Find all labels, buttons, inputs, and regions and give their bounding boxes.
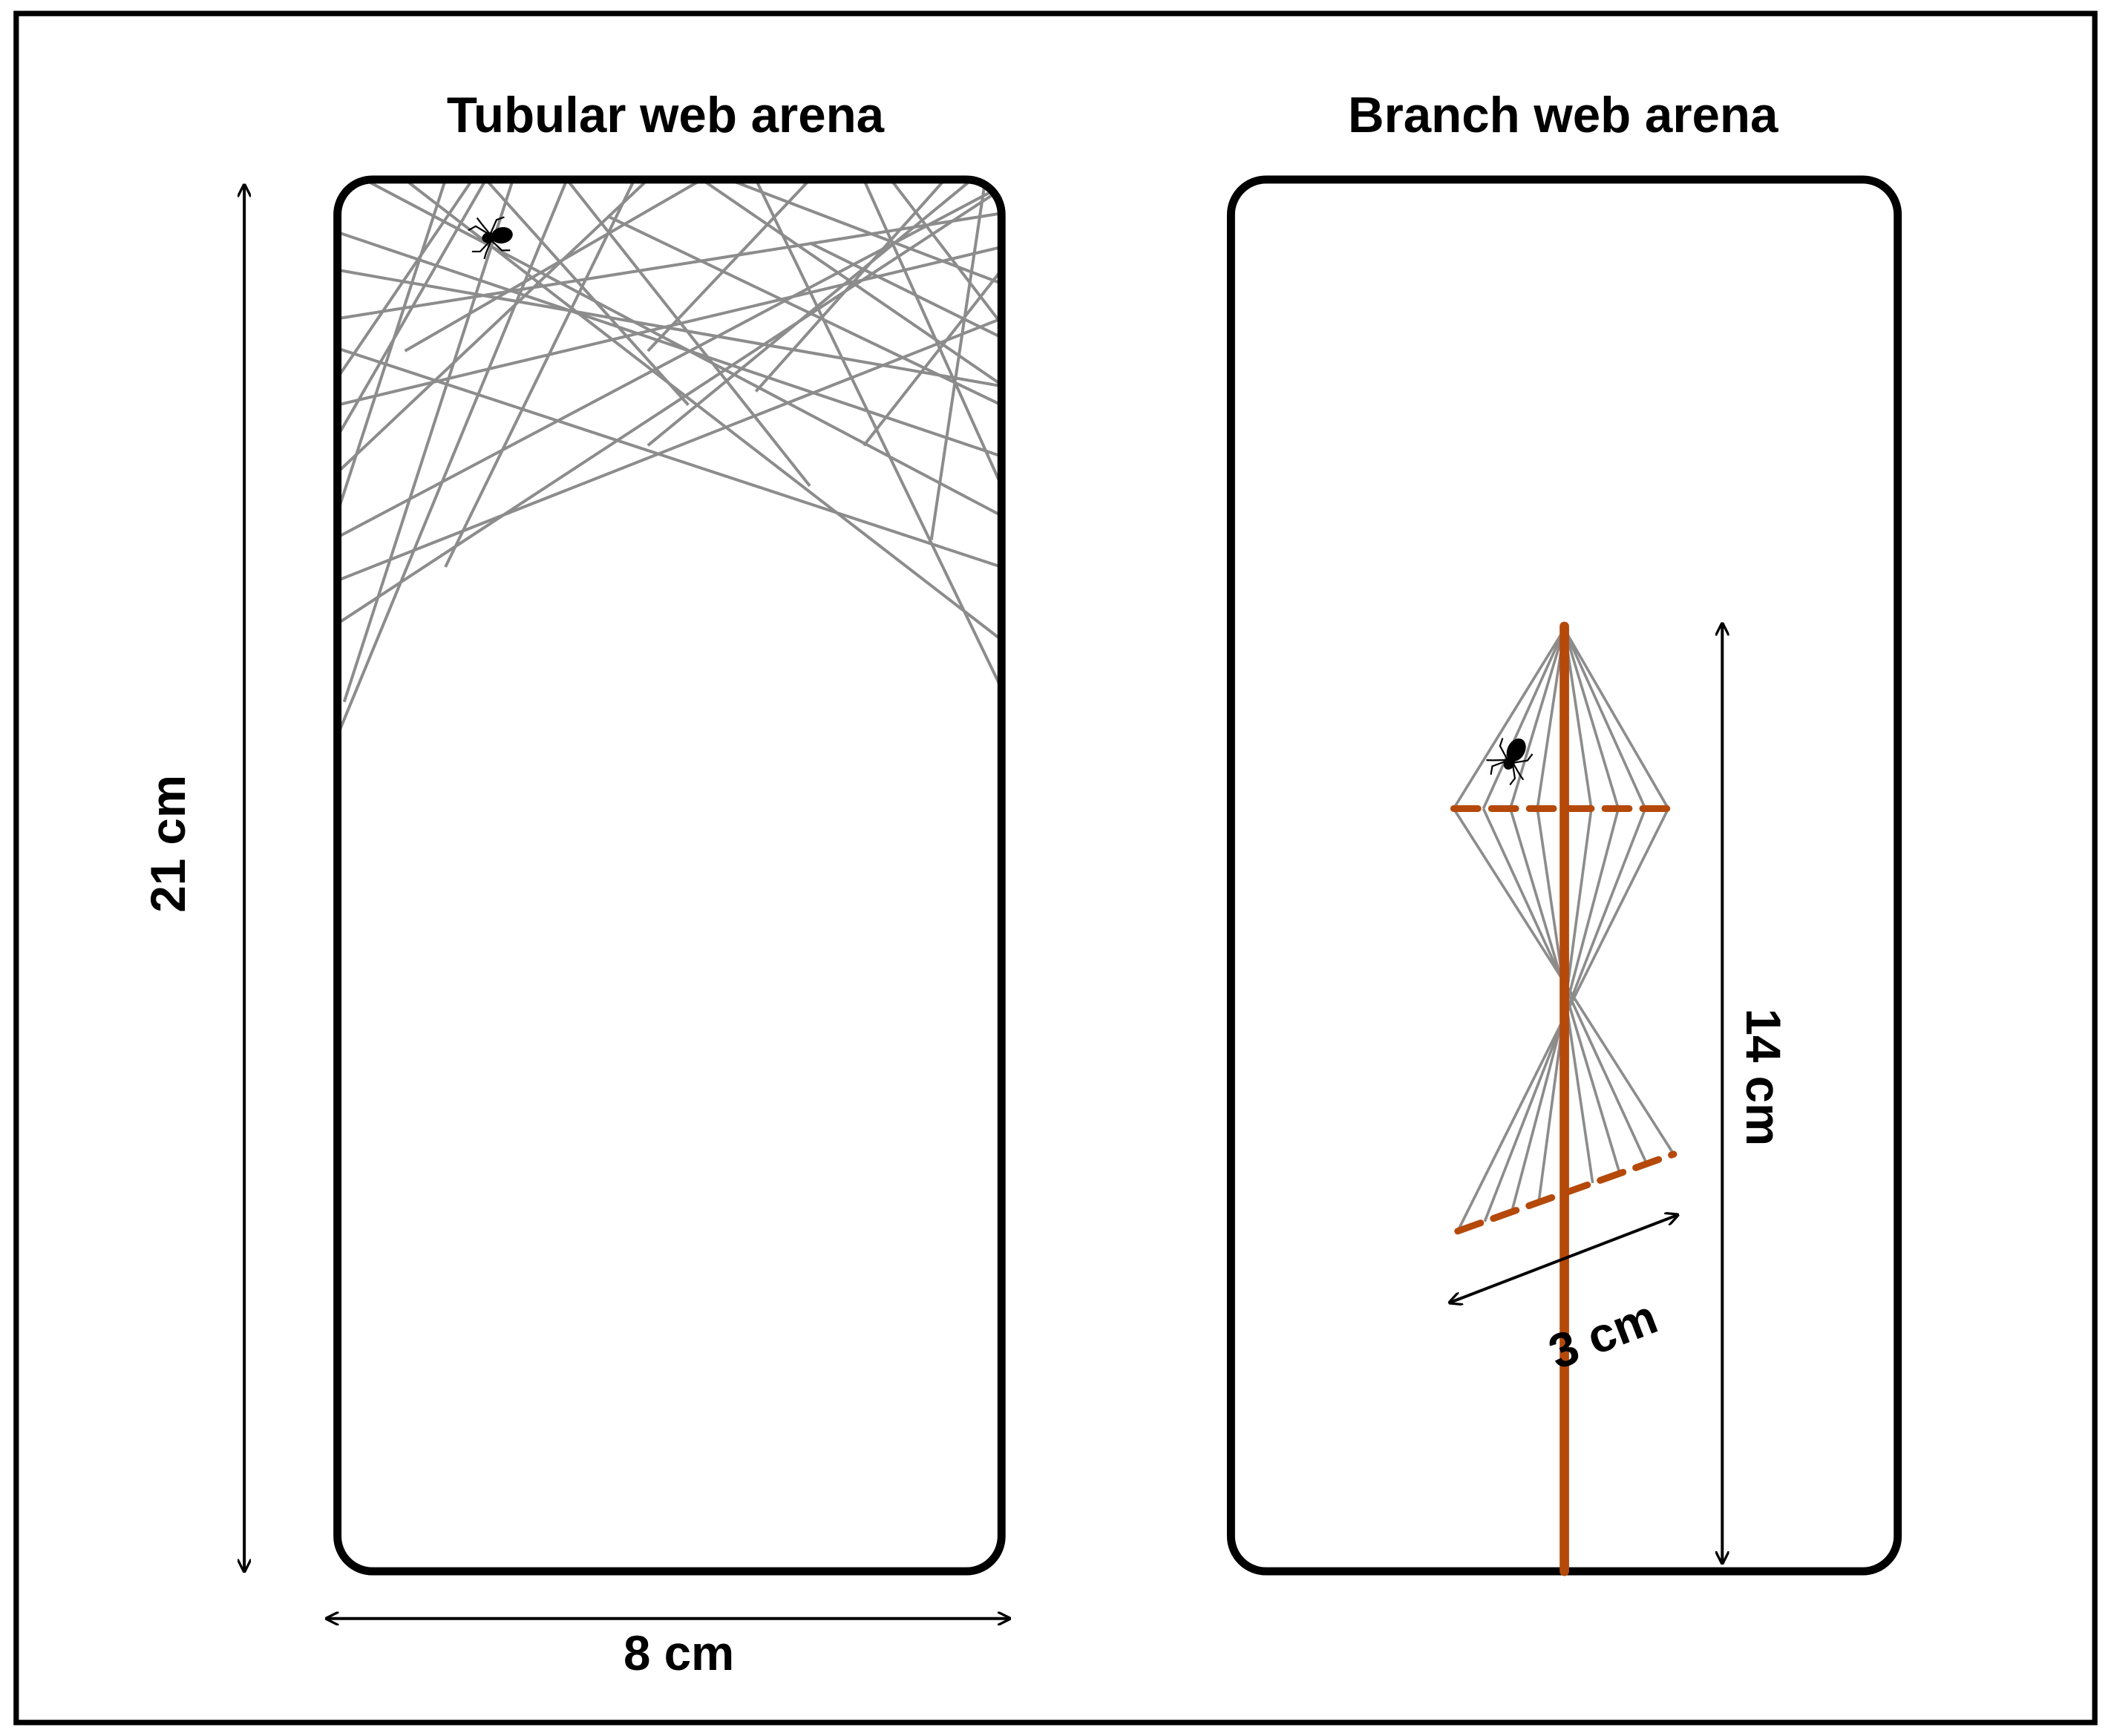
tubular-arena-frame <box>333 175 1006 1576</box>
silk-thread <box>1452 628 1566 810</box>
branch-height-dimension-label: 14 cm <box>1736 1009 1790 1147</box>
silk-thread <box>929 179 987 540</box>
silk-thread <box>337 187 1002 625</box>
silk-thread <box>1562 628 1647 810</box>
silk-thread <box>1509 629 1566 809</box>
silk-thread <box>342 179 514 703</box>
silk-thread <box>647 179 811 353</box>
silk-thread <box>404 179 703 353</box>
silk-thread <box>606 214 1002 407</box>
silk-thread <box>809 241 1002 339</box>
figure-border <box>13 10 2098 1726</box>
silk-thread <box>338 179 488 433</box>
silk-thread <box>444 179 636 568</box>
branch-title: Branch web arena <box>1348 88 1778 143</box>
silk-thread <box>337 179 649 474</box>
branch-panel: Branch web arena 14 cm 3 cm <box>1226 88 1902 1576</box>
spider-icon <box>468 216 513 260</box>
silk-thread <box>1562 628 1670 810</box>
silk-thread <box>337 230 1002 458</box>
width-dimension-label: 8 cm <box>624 1626 734 1680</box>
silk-thread <box>863 269 1002 447</box>
silk-thread <box>337 179 447 514</box>
web-width-dimension-arrow <box>1450 1215 1678 1303</box>
silk-thread <box>337 179 569 737</box>
silk-thread <box>862 179 1002 487</box>
height-dimension-label: 21 cm <box>141 775 195 913</box>
silk-thread <box>1482 628 1566 810</box>
silk-thread <box>889 179 1002 325</box>
silk-thread <box>1562 629 1620 809</box>
silk-thread <box>754 179 946 393</box>
silk-thread <box>485 179 690 406</box>
silk-thread <box>728 179 1002 285</box>
silk-thread <box>364 179 1002 517</box>
silk-thread <box>337 179 474 379</box>
silk-thread <box>566 179 811 488</box>
silk-thread <box>337 212 1002 321</box>
silk-thread <box>404 179 1002 641</box>
silk-thread <box>337 317 1002 582</box>
tubular-panel: Tubular web arena 21 cm 8 cm <box>141 88 1009 1680</box>
silk-thread <box>754 179 1002 690</box>
spider-icon <box>1486 738 1534 786</box>
tubular-web-silk <box>337 179 1002 737</box>
tubular-title: Tubular web arena <box>447 88 885 143</box>
